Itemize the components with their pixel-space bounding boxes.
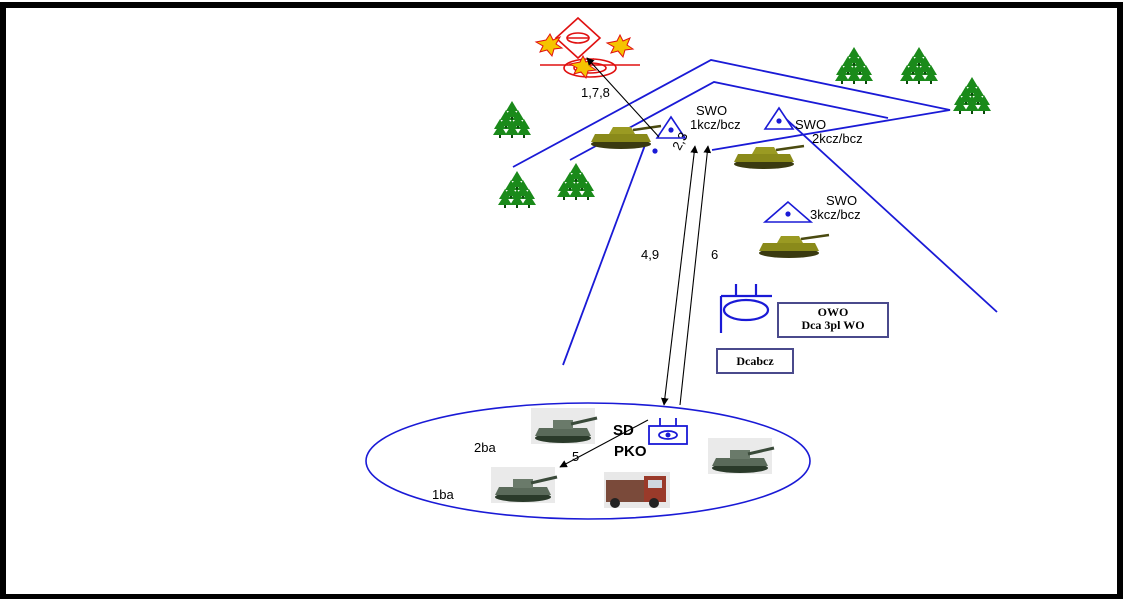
owo-box: OWO Dca 3pl WO xyxy=(777,302,889,338)
sd-label: SD xyxy=(613,422,634,439)
pko-label: PKO xyxy=(614,443,647,460)
route-label-6: 6 xyxy=(711,247,719,262)
command-truck-icon xyxy=(604,472,670,508)
explosion-icon xyxy=(534,33,635,80)
dcabcz-box: Dcabcz xyxy=(716,348,794,374)
battery-1ba-label: 1ba xyxy=(432,487,454,502)
owo-unit: Dca 3pl WO xyxy=(801,318,865,333)
route-label-5: 5 xyxy=(572,449,580,464)
fire-control-arrows xyxy=(559,57,712,468)
route-label-4-9: 4,9 xyxy=(641,247,660,262)
swo3-label: SWO 3kcz/bcz xyxy=(810,194,861,221)
radar-symbol-owo xyxy=(719,284,772,333)
battery-area xyxy=(365,402,811,520)
swo3-unit: 3kcz/bcz xyxy=(810,206,861,222)
swo1-label: SWO 1kcz/bcz xyxy=(690,104,741,131)
target-symbol xyxy=(540,16,640,78)
swo2-title: SWO xyxy=(795,117,827,132)
forest-icons xyxy=(493,47,991,208)
route-label-1-7-8: 1,7,8 xyxy=(581,85,610,100)
radar-symbol-sd xyxy=(648,418,688,445)
battery-2ba-label: 2ba xyxy=(474,440,496,455)
swo3-title: SWO xyxy=(826,193,858,208)
swo1-unit: 1kcz/bcz xyxy=(690,116,741,132)
owo-title: OWO xyxy=(817,305,849,319)
swo1-title: SWO xyxy=(696,103,728,118)
swo2-unit: 2kcz/bcz xyxy=(812,130,863,146)
swo2-label: SWO 2kcz/bcz xyxy=(795,118,863,145)
